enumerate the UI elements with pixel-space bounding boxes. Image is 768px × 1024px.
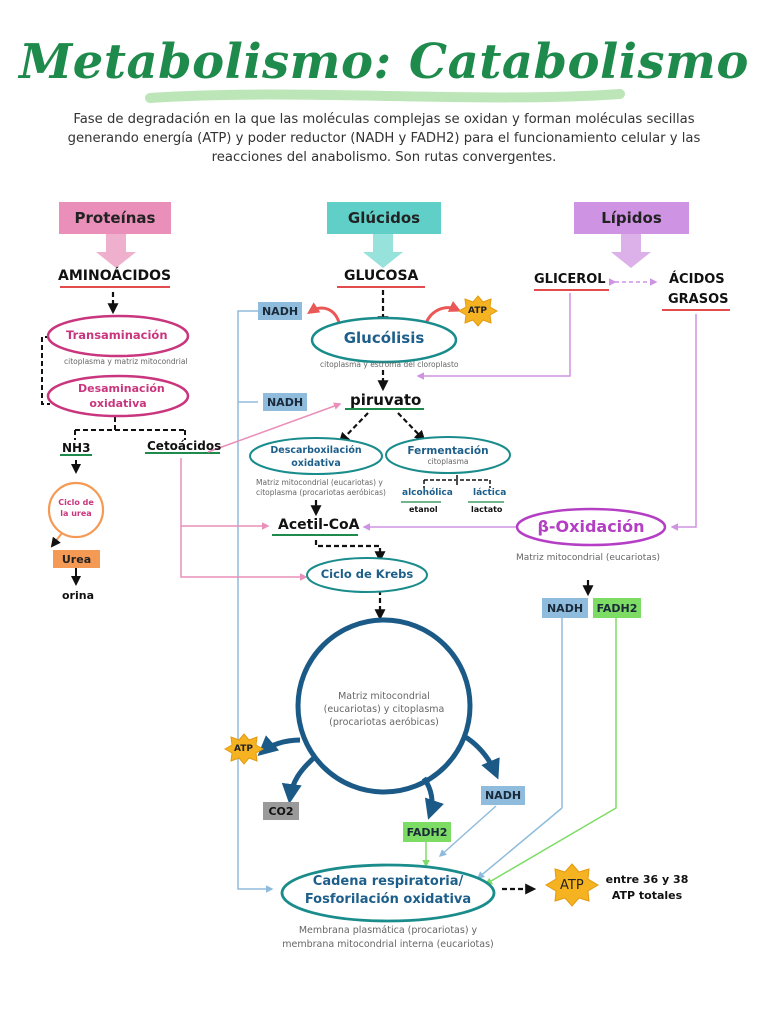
krebs-label: Ciclo de Krebs: [320, 567, 414, 581]
acidos-label: ÁCIDOS: [669, 272, 725, 287]
descarbox-location-1: Matriz mitocondrial (eucariotas) y: [256, 478, 383, 487]
piruvato-label: piruvato: [350, 391, 422, 409]
group-glucidos: Glúcidos: [327, 202, 441, 234]
desaminacion-label-2: oxidativa: [89, 397, 147, 410]
desaminacion-label-1: Desaminación: [78, 382, 165, 395]
descarbox-label-2: oxidativa: [291, 458, 341, 469]
aminoacidos-label: AMINOÁCIDOS: [58, 268, 172, 284]
nadh-box-glucolisis: NADH: [258, 302, 302, 320]
beta-oxidacion-label: β-Oxidación: [537, 517, 645, 536]
atp-total-line-1: entre 36 y 38: [605, 873, 689, 886]
atp-final-label: ATP: [560, 878, 584, 893]
lactica-label: láctica: [473, 488, 507, 498]
fermentacion-label: Fermentación: [407, 445, 489, 457]
nadh-box-piruvato: NADH: [263, 393, 307, 411]
cadena-location-1: Membrana plasmática (procariotas) y: [298, 925, 478, 936]
atp-krebs-label: ATP: [234, 744, 254, 754]
krebs-location-1: Matriz mitocondrial: [338, 691, 430, 702]
nadh-box-krebs: NADH: [481, 786, 525, 805]
urea-box: Urea: [53, 550, 100, 568]
group-proteinas: Proteínas: [59, 202, 171, 234]
krebs-location-2: (eucariotas) y citoplasma: [323, 704, 445, 715]
fermentacion-location: citoplasma: [427, 457, 469, 466]
grasos-label: GRASOS: [668, 292, 729, 307]
glucolisis-label: Glucólisis: [343, 329, 425, 347]
group-lipidos: Lípidos: [574, 202, 689, 234]
atp-glucolisis-label: ATP: [468, 306, 488, 316]
acetil-coa-label: Acetil-CoA: [278, 517, 360, 533]
page-subtitle: Fase de degradación en la que las molécu…: [67, 112, 701, 165]
transaminacion-location: citoplasma y matriz mitocondrial: [64, 357, 188, 366]
cadena-location-2: membrana mitocondrial interna (eucariota…: [282, 939, 494, 950]
atp-total-line-2: ATP totales: [611, 889, 683, 902]
cetoacidos-label: Cetoácidos: [147, 439, 222, 453]
transaminacion-label: Transaminación: [66, 328, 168, 342]
orina-label: orina: [62, 589, 95, 602]
co2-box: CO2: [263, 802, 299, 820]
descarbox-label-1: Descarboxilación: [270, 445, 362, 456]
lactato-label: lactato: [471, 505, 503, 514]
cadena-label-1: Cadena respiratoria/: [312, 874, 464, 889]
fadh2-box-beta: FADH2: [593, 598, 641, 618]
glicerol-label: GLICEROL: [534, 272, 606, 287]
alcoholica-label: alcohólica: [402, 488, 453, 498]
krebs-location-3: (procariotas aeróbicas): [329, 717, 439, 728]
nh3-label: NH3: [62, 441, 91, 455]
beta-oxidacion-location: Matriz mitocondrial (eucariotas): [516, 553, 661, 563]
cadena-label-2: Fosforilación oxidativa: [304, 892, 472, 907]
glucolisis-location: citoplasma y estroma del cloroplasto: [320, 360, 459, 369]
descarbox-location-2: citoplasma (procariotas aeróbicas): [256, 488, 386, 497]
etanol-label: etanol: [409, 505, 438, 514]
nadh-box-beta: NADH: [542, 598, 588, 618]
ciclo-urea-label-2: la urea: [60, 509, 92, 518]
page-title: Metabolismo: Catabolismo: [19, 34, 749, 90]
fadh2-box-krebs: FADH2: [403, 822, 451, 842]
glucosa-label: GLUCOSA: [344, 268, 419, 284]
ciclo-urea-label-1: Ciclo de: [58, 498, 94, 507]
